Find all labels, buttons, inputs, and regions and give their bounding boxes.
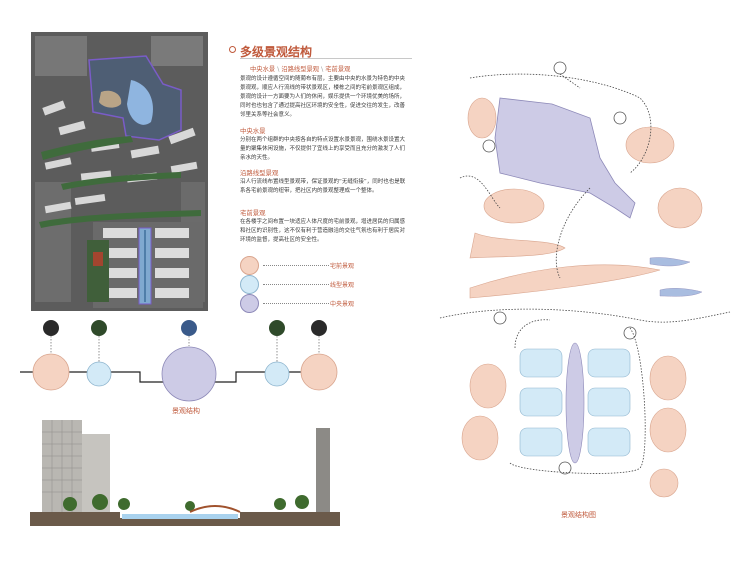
legend-leader-line: [263, 303, 329, 304]
thumbnail-photos: [43, 320, 327, 336]
courtyard-blob: [470, 233, 565, 258]
linear-circle: [87, 362, 111, 386]
tab-linear-landscape: 沿路线型景观: [281, 66, 319, 73]
section-text-courtyard: 在各楼字之间布置一块适应人体尺度的宅前景观，增进居民的归属感和社区的识别性，这不…: [240, 218, 410, 245]
category-tabs: 中央水景\沿路线型景观\宅前景观: [250, 64, 350, 73]
site-plan-drawing: [31, 32, 208, 311]
thumbnail-linear-left: [91, 320, 107, 336]
linear-river-strip: [660, 288, 702, 296]
site-plan-image: [31, 32, 208, 311]
courtyard-circle: [301, 354, 337, 390]
courtyard-blob: [484, 189, 544, 223]
linear-block: [520, 428, 562, 456]
title-divider: [240, 58, 412, 59]
thumbnail-courtyard-right: [311, 320, 327, 336]
legend-item-central: 中央景观: [240, 294, 360, 314]
intro-paragraph: 景观的设计遵循空间的随葡布有层，主要由中央的水景为特色的中央景观观，顺应人行流线…: [240, 75, 410, 120]
tab-courtyard: 宅前景观: [325, 66, 350, 73]
legend-label-courtyard: 宅前景观: [330, 261, 354, 270]
linear-block: [588, 388, 630, 416]
legend-label-central: 中央景观: [330, 299, 354, 308]
title-bullet-icon: [229, 46, 236, 53]
legend-item-linear: 线型景观: [240, 275, 360, 295]
thumbnail-courtyard-left: [43, 320, 59, 336]
linear-block: [588, 349, 630, 377]
legend-label-linear: 线型景观: [330, 280, 354, 289]
elevation-section: [30, 414, 340, 529]
central-circle: [162, 347, 216, 401]
plan-diagram-caption: 景观结构图: [561, 510, 596, 520]
tower-right: [316, 428, 330, 512]
section-text-linear: 沿人行流线布置线型景观带，保证景观的“无缝衔接”，同时也也是联系各宅前景观的纽带…: [240, 178, 410, 196]
section-text-central: 分别在两个组群的中央按各自的特点设置水景景观，围绕水景设置大量的聚集休闲设施，不…: [240, 136, 410, 163]
linear-block: [520, 349, 562, 377]
courtyard-blob: [468, 98, 496, 138]
section-heading-linear: 沿路线型景观: [240, 168, 278, 177]
legend-leader-line: [263, 265, 329, 266]
central-canal: [566, 343, 584, 463]
courtyard-blob: [470, 364, 506, 408]
courtyard-blob: [462, 416, 498, 460]
linear-block: [588, 428, 630, 456]
courtyard-blob: [650, 408, 686, 452]
linear-block: [520, 388, 562, 416]
legend-leader-line: [263, 284, 329, 285]
courtyard-blob: [650, 469, 678, 497]
courtyard-blob: [626, 127, 674, 163]
thumbnail-linear-right: [269, 320, 285, 336]
legend-swatch-linear: [240, 275, 259, 294]
courtyard-circle: [33, 354, 69, 390]
legend-swatch-central: [240, 294, 259, 313]
courtyard-blob: [658, 188, 702, 228]
bridge: [190, 506, 240, 512]
tab-central-water: 中央水景: [250, 66, 275, 73]
linear-river-strip: [650, 257, 690, 266]
courtyard-blob: [470, 265, 660, 298]
thumbnail-central: [181, 320, 197, 336]
courtyard-blob: [650, 356, 686, 400]
linear-circle: [265, 362, 289, 386]
legend-item-courtyard: 宅前景观: [240, 256, 360, 276]
legend-swatch-courtyard: [240, 256, 259, 275]
water-body: [122, 514, 238, 519]
section-heading-central: 中央水景: [240, 126, 266, 135]
landscape-plan-diagram: [440, 58, 740, 518]
section-diagram: [20, 318, 320, 408]
section-heading-courtyard: 宅前景观: [240, 208, 266, 217]
